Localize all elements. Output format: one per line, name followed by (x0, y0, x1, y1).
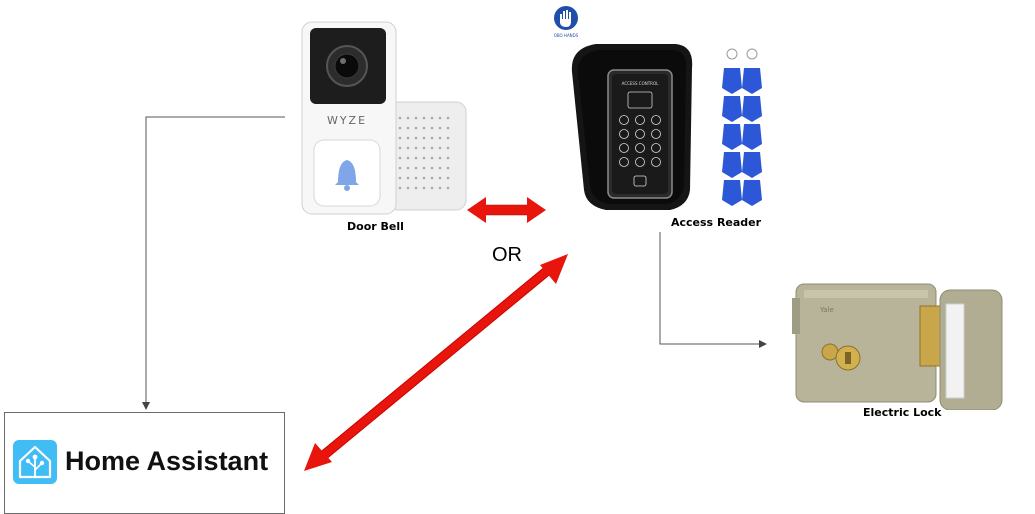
electric-lock-label: Electric Lock (863, 406, 942, 419)
access-reader-image: ACCESS CONTROL (571, 44, 762, 210)
electric-lock-image: Yale (792, 283, 1003, 411)
home-assistant-reader-double-arrow (304, 254, 568, 471)
or-label: OR (492, 244, 522, 266)
doorbell-reader-double-arrow (467, 197, 546, 223)
obo-hands-logo: OBO HANDS (551, 5, 581, 39)
home-assistant-icon (13, 440, 57, 484)
access-reader-panel-text: ACCESS CONTROL (622, 81, 659, 86)
doorbell-to-home-assistant-connector (142, 116, 285, 410)
electric-lock-device: Yale (790, 276, 1004, 411)
doorbell-brand-text: WYZE (327, 114, 367, 127)
reader-to-lock-connector (659, 232, 767, 348)
access-reader-device: ACCESS CONTROL (566, 40, 766, 216)
home-assistant-box: Home Assistant (4, 412, 285, 514)
access-reader-label: Access Reader (671, 216, 762, 229)
home-assistant-label: Home Assistant (65, 446, 269, 476)
obo-hands-logo-text: OBO HANDS (554, 33, 579, 38)
electric-lock-brand-text: Yale (819, 306, 834, 314)
doorbell-device: WYZE (300, 20, 468, 220)
doorbell-image: WYZE (301, 21, 467, 215)
doorbell-label: Door Bell (347, 220, 404, 233)
key-fobs (722, 48, 762, 206)
